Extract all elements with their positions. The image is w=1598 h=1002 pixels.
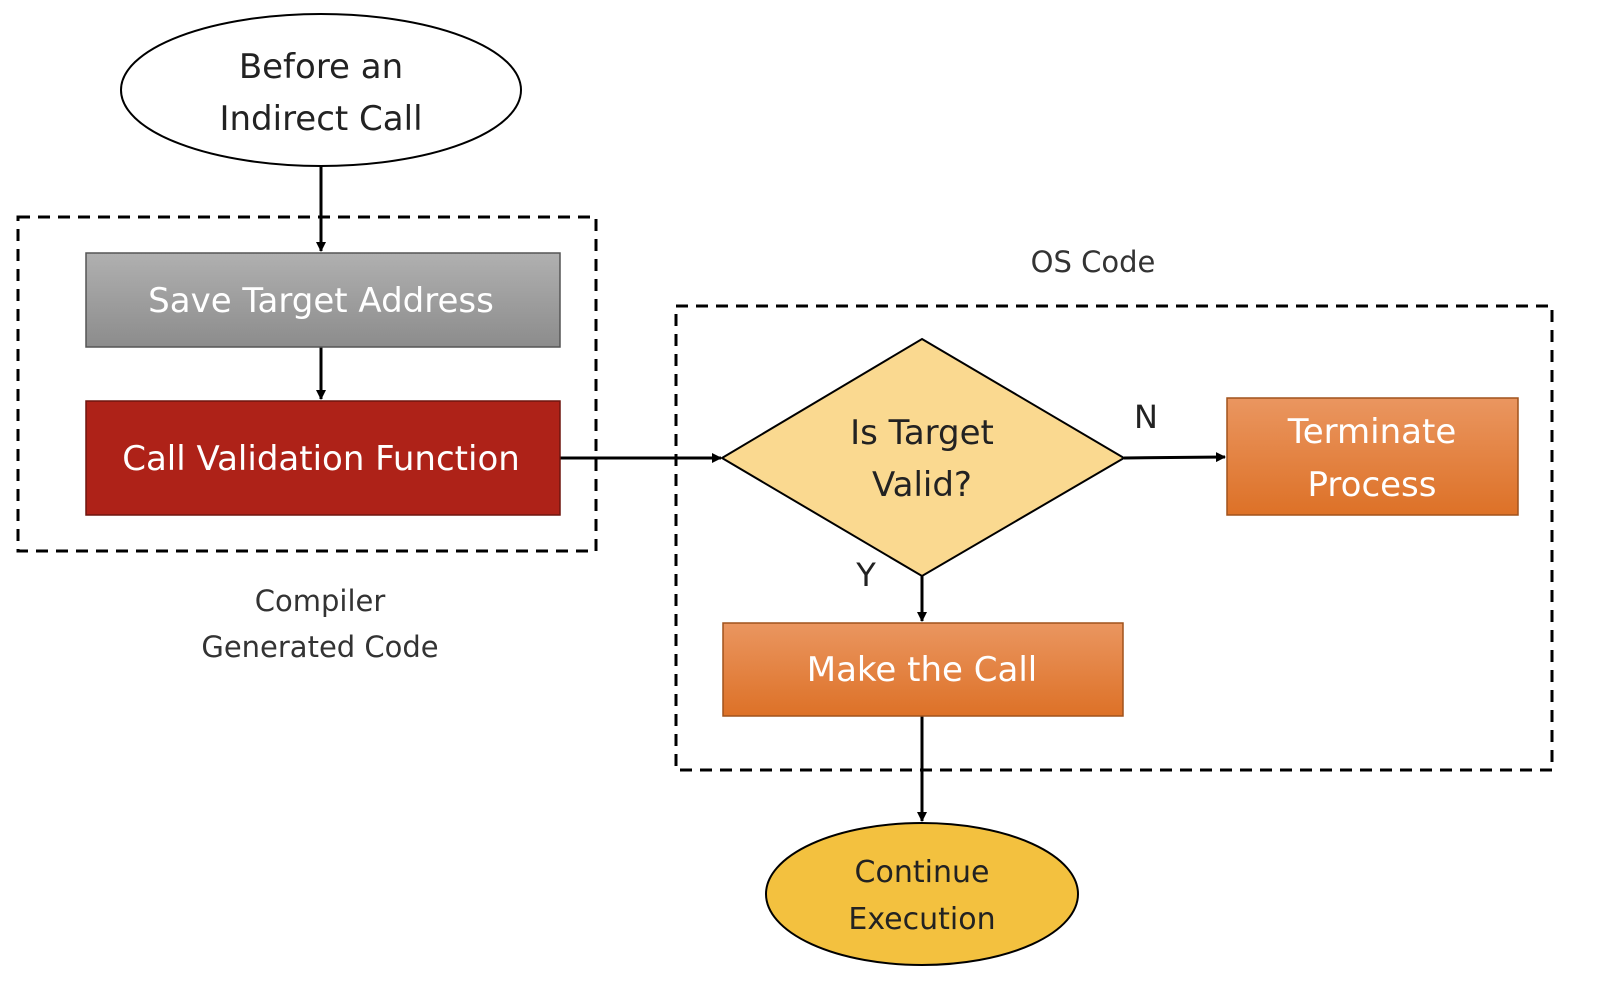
terminate-process-box [1226, 397, 1519, 516]
is-target-valid-decision [720, 337, 1126, 578]
save-target-address-label: Save Target Address [148, 281, 494, 321]
compiler-group-label-line2: Generated Code [201, 630, 438, 664]
make-the-call-label: Make the Call [807, 650, 1037, 690]
end-label-line1: Continue [855, 855, 990, 890]
no-branch-label: N [1134, 398, 1158, 436]
call-validation-function-box [85, 400, 561, 516]
edge-decision-to-terminate [1123, 452, 1226, 463]
end-label-line2: Execution [848, 902, 995, 937]
yes-branch-label: Y [855, 556, 876, 594]
terminate-label-line2: Process [1308, 465, 1437, 505]
terminate-label-line1: Terminate [1287, 412, 1457, 452]
make-the-call-box [722, 622, 1124, 717]
decision-label-line2: Valid? [872, 465, 972, 505]
os-group-label: OS Code [1031, 245, 1156, 279]
compiler-code-group-border [16, 215, 598, 553]
os-code-group-border [674, 304, 1554, 772]
end-terminal [765, 822, 1079, 966]
compiler-group-label-line1: Compiler [255, 584, 386, 618]
start-terminal [120, 13, 522, 167]
call-validation-function-label: Call Validation Function [122, 439, 520, 479]
save-target-address-box [85, 252, 561, 348]
start-label-line2: Indirect Call [219, 99, 422, 139]
start-label-line1: Before an [239, 47, 403, 87]
decision-label-line1: Is Target [850, 413, 994, 453]
